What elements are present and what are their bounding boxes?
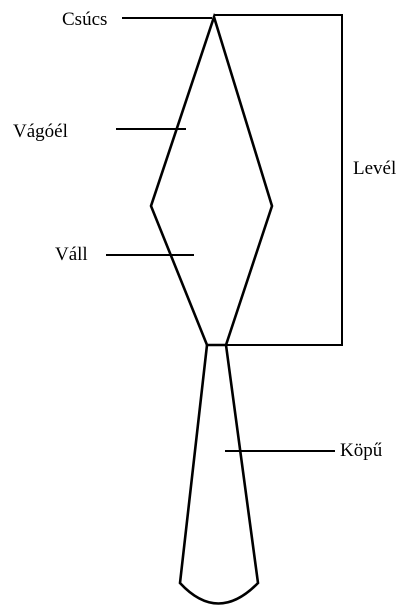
leaf-label: Levél xyxy=(353,158,396,179)
socket-label: Köpű xyxy=(340,440,383,461)
leaf-bracket xyxy=(214,14,343,346)
blade-outline xyxy=(149,12,274,347)
socket-outline xyxy=(178,344,260,605)
shoulder-label: Váll xyxy=(55,244,88,265)
blade-edge-label: Vágóél xyxy=(13,121,68,142)
tip-label: Csúcs xyxy=(62,9,107,30)
